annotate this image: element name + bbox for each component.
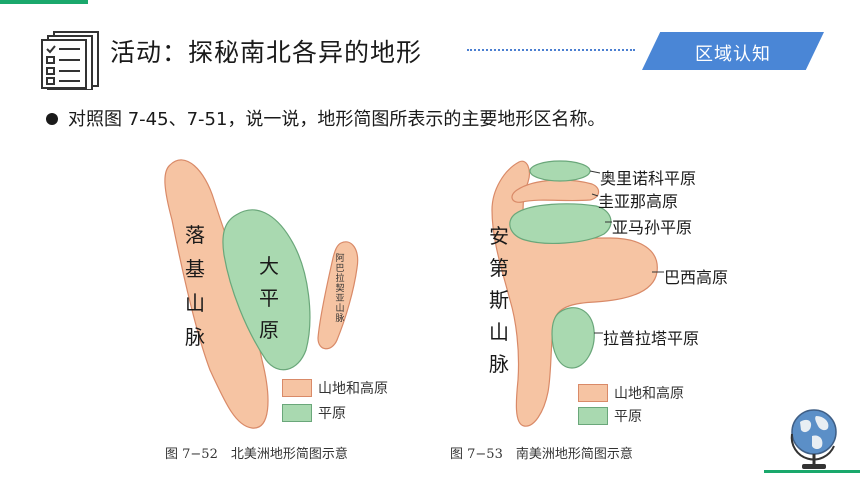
sa-laplata-label: 拉普拉塔平原	[603, 329, 700, 348]
na-legend-highland-swatch	[282, 379, 312, 397]
na-legend-plain-label: 平原	[318, 406, 346, 422]
badge-label: 区域认知	[695, 44, 771, 65]
sa-amazon-shape	[509, 203, 612, 244]
sa-legend-plain-label: 平原	[614, 409, 642, 425]
bottom-accent-bar	[764, 470, 860, 473]
sa-legend-plain-swatch	[578, 407, 608, 425]
sa-andes-label: 安 第 斯 山 脉	[489, 224, 509, 376]
na-appalachians-shape	[317, 241, 359, 350]
globe-icon	[790, 409, 837, 469]
sa-legend-highland-swatch	[578, 384, 608, 402]
instruction-text: 对照图 7-45、7-51，说一说，地形简图所表示的主要地形区名称。	[68, 109, 606, 130]
category-badge: 区域认知	[642, 32, 824, 70]
sa-brazil-label: 巴西高原	[664, 268, 729, 287]
sa-legend-highland-label: 山地和高原	[614, 386, 684, 402]
page-title: 活动：探秘南北各异的地形	[110, 38, 423, 67]
sa-amazon-label: 亚马孙平原	[612, 218, 693, 237]
top-accent-bar	[0, 0, 88, 4]
na-caption: 图 7−52 北美洲地形简图示意	[165, 447, 348, 462]
sa-caption: 图 7−53 南美洲地形简图示意	[450, 447, 633, 462]
sa-orinoco-shape	[529, 160, 591, 182]
bullet-icon	[46, 113, 58, 125]
title-divider	[467, 49, 635, 51]
na-rockies-label: 落 基 山 脉	[185, 223, 205, 349]
na-legend-highland-label: 山地和高原	[318, 381, 388, 397]
na-plains-shape	[222, 209, 311, 371]
na-rockies-shape	[164, 159, 269, 429]
na-plains-label: 大 平 原	[259, 254, 279, 342]
sa-orinoco-label: 奥里诺科平原	[600, 169, 697, 188]
checklist-icon	[41, 31, 99, 90]
sa-guiana-label: 圭亚那高原	[598, 192, 679, 211]
na-legend-plain-swatch	[282, 404, 312, 422]
sa-laplata-shape	[551, 307, 595, 369]
na-appalachians-label: 阿 巴 拉 契 亚 山 脉	[335, 254, 345, 324]
